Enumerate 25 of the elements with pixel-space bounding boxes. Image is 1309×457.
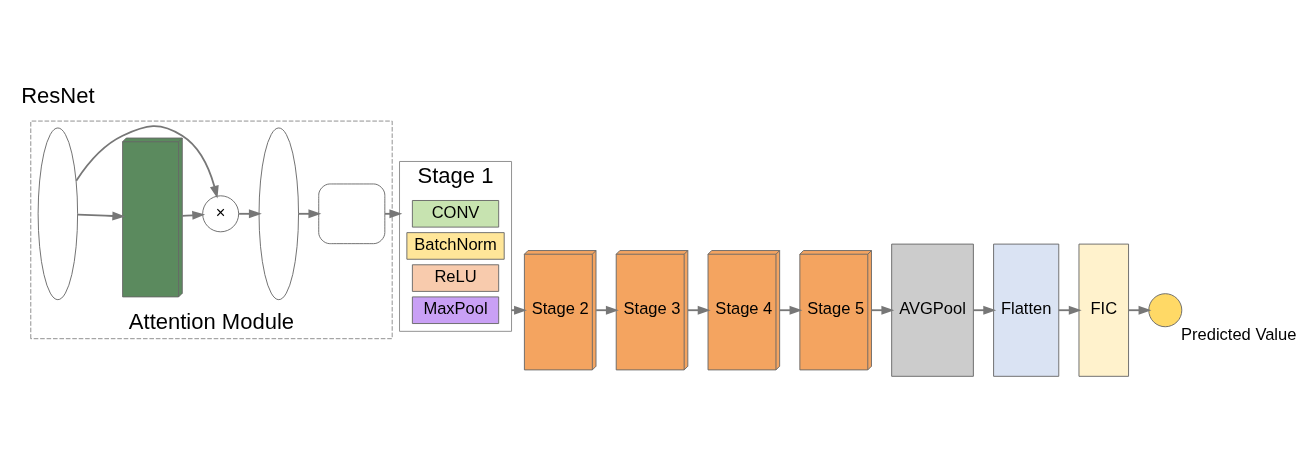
arrow xyxy=(870,305,895,315)
arrow xyxy=(972,305,997,315)
arrow xyxy=(778,305,803,315)
arrow xyxy=(77,211,126,221)
arrow xyxy=(238,209,262,219)
arrow xyxy=(75,125,219,199)
node-circle xyxy=(1148,293,1183,328)
node-box: AVGPool xyxy=(891,243,974,377)
arrow xyxy=(687,305,711,315)
node-box: MaxPool xyxy=(411,296,500,324)
arrow xyxy=(1127,305,1152,315)
arrow xyxy=(297,209,322,219)
node-box xyxy=(318,183,386,245)
node-box: FIC xyxy=(1078,243,1129,377)
node-box: ReLU xyxy=(411,264,500,292)
node-circle: × xyxy=(202,195,240,233)
arrow xyxy=(1057,305,1082,315)
arrow xyxy=(595,305,619,315)
node-label: Predicted Value xyxy=(1181,324,1297,344)
node-ellipse xyxy=(37,127,79,301)
node-box: BatchNorm xyxy=(406,232,505,260)
label: ResNet xyxy=(21,82,95,108)
node-ellipse xyxy=(258,127,299,301)
node-box: CONV xyxy=(411,200,500,228)
node-box: Flatten xyxy=(993,243,1060,377)
